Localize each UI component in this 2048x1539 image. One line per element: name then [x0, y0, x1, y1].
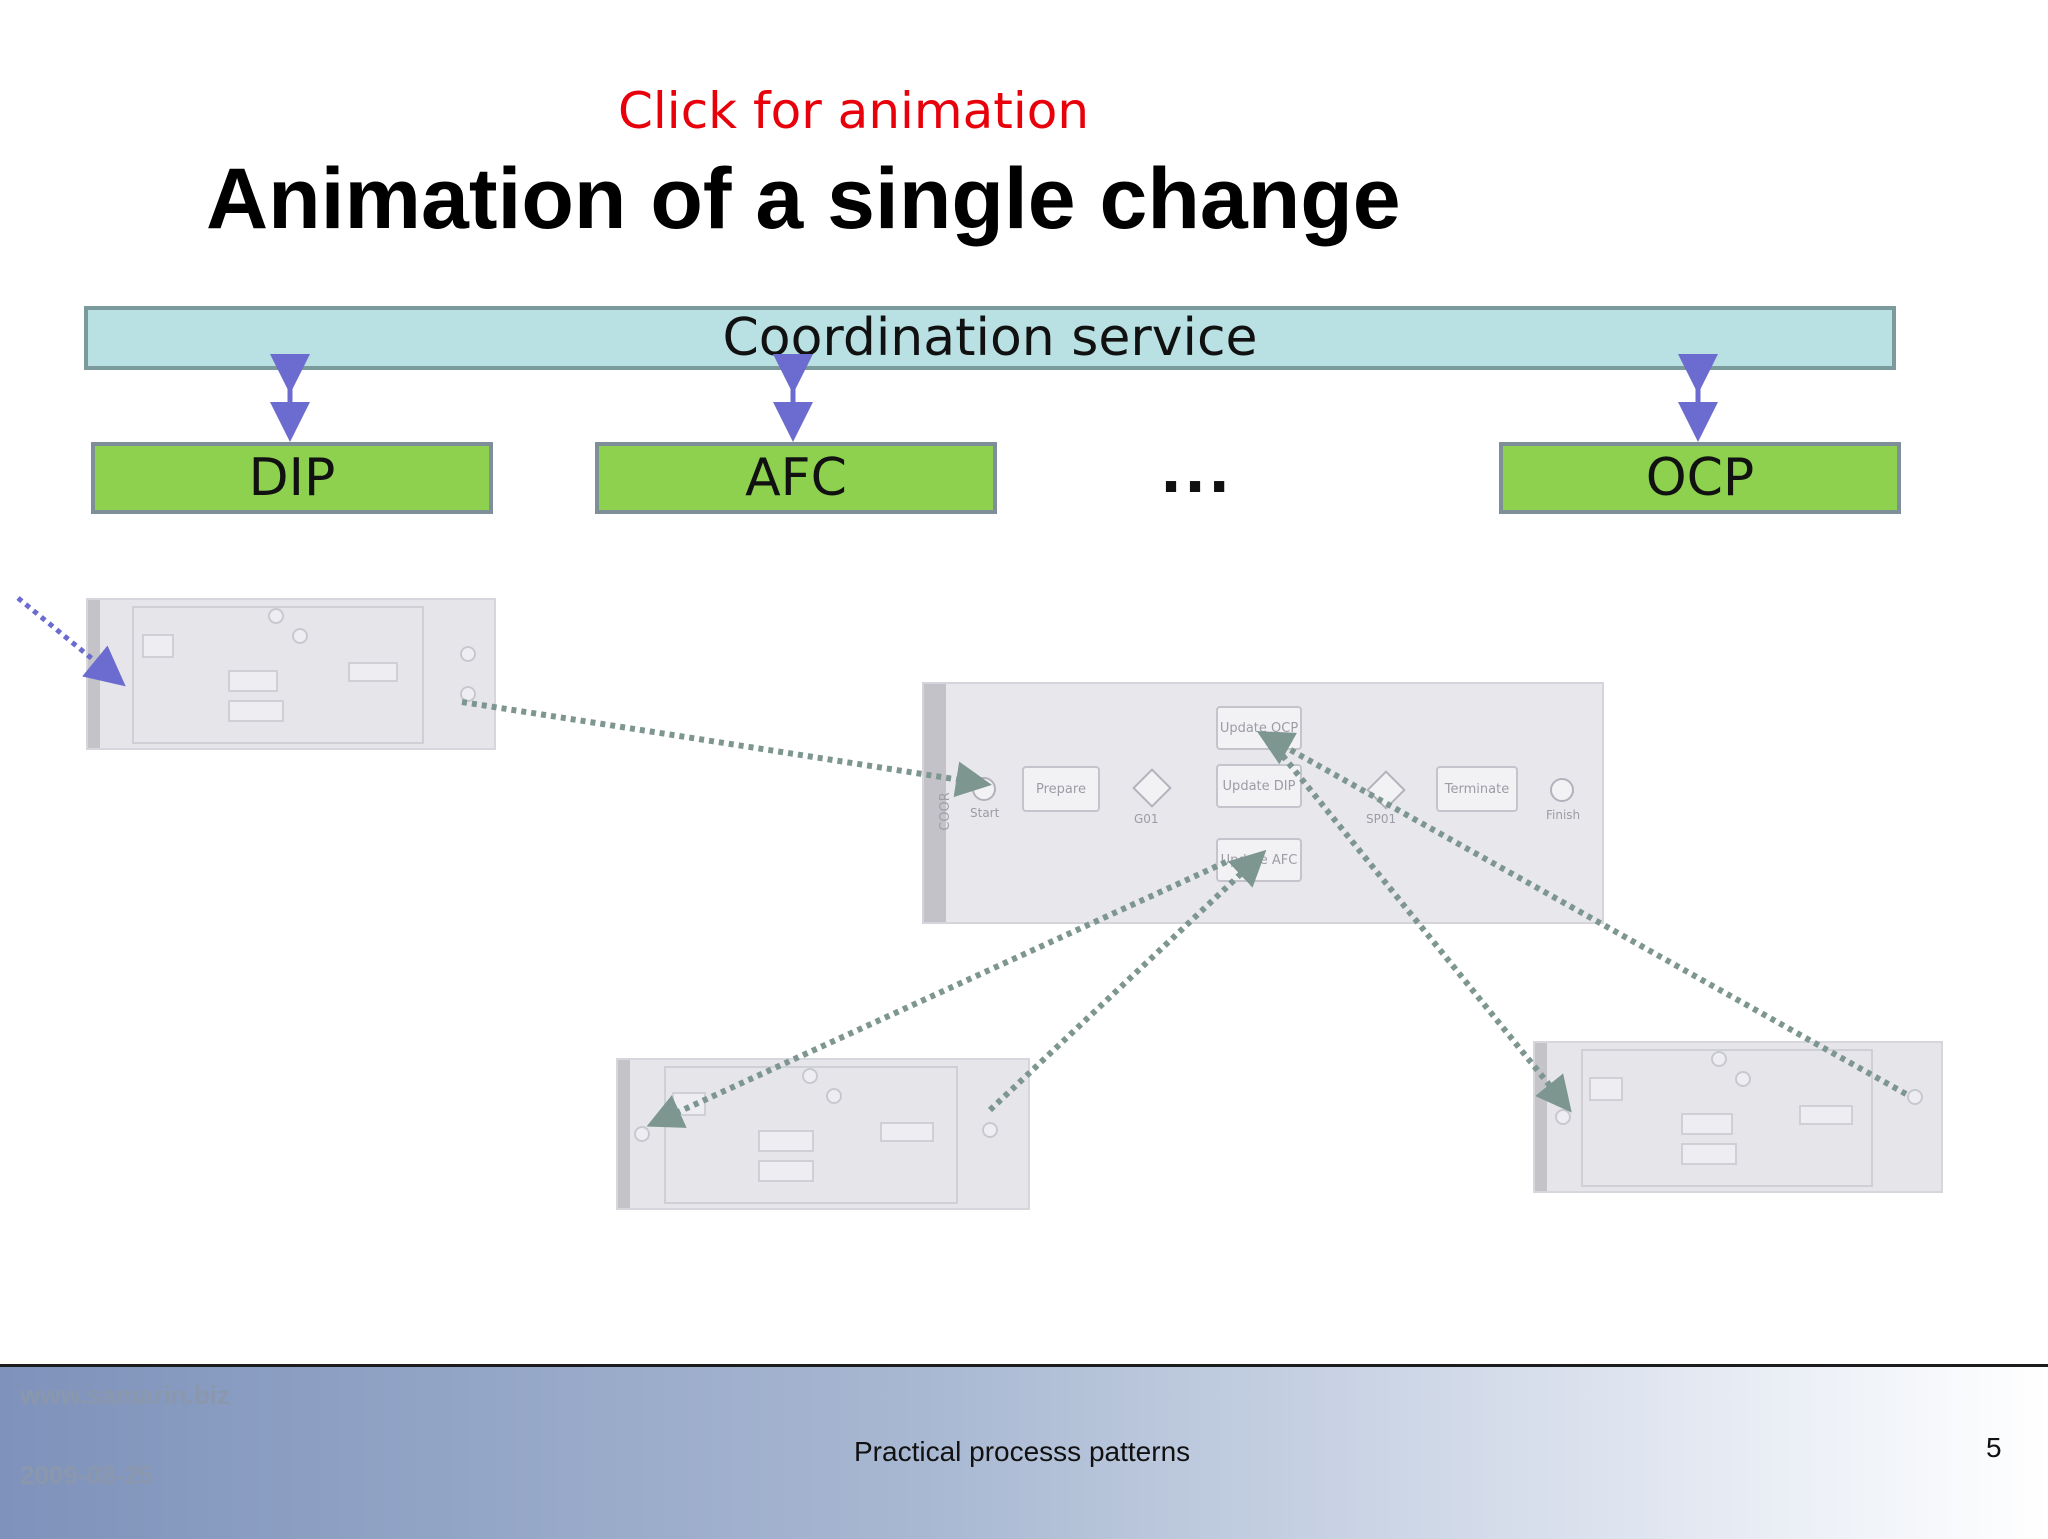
footer-page-number: 5 — [1986, 1432, 2002, 1463]
thumbnail-task — [228, 700, 284, 722]
more-services-ellipsis: ... — [1160, 438, 1233, 506]
split-gateway-label: G01 — [1134, 812, 1159, 826]
thumbnail-event — [1907, 1089, 1923, 1105]
thumbnail-task — [1681, 1143, 1737, 1165]
update-dip-task: Update DIP — [1216, 764, 1302, 808]
thumbnail-event — [292, 628, 308, 644]
service-dip: DIP — [91, 442, 493, 514]
dip-to-start-connector — [461, 699, 992, 798]
afc-end-to-update-afc-connector — [987, 849, 1267, 1113]
thumbnail-subprocess — [664, 1066, 958, 1204]
terminate-task: Terminate — [1436, 766, 1518, 812]
thumbnail-task — [228, 670, 278, 692]
update-ocp-to-ocp-start-connector — [1267, 738, 1572, 1113]
thumbnail-event — [268, 608, 284, 624]
incoming-trigger-arrow — [16, 596, 126, 687]
thumbnail-subprocess — [132, 606, 424, 744]
process-call-connectors — [461, 699, 1908, 1128]
join-gateway-label: SP01 — [1366, 812, 1397, 826]
update-afc-to-afc-start-connector — [646, 859, 1228, 1128]
footer-website: www.samarin.biz — [20, 1380, 230, 1410]
ocp-end-to-update-ocp-connector — [1256, 731, 1908, 1097]
service-afc: AFC — [595, 442, 997, 514]
thumbnail-event — [460, 686, 476, 702]
thumbnail-task — [758, 1130, 814, 1152]
ocp-process-thumbnail — [1533, 1041, 1943, 1193]
thumbnail-lane-edge — [618, 1060, 630, 1208]
finish-event-icon — [1550, 778, 1574, 802]
footer-date: 2009-08-25 — [20, 1460, 153, 1490]
thumbnail-event — [826, 1088, 842, 1104]
thumbnail-task — [1681, 1113, 1733, 1135]
finish-event-label: Finish — [1546, 808, 1581, 822]
service-ocp: OCP — [1499, 442, 1901, 514]
start-event-label: Start — [970, 806, 1000, 820]
thumbnail-task — [758, 1160, 814, 1182]
thumbnail-event — [982, 1122, 998, 1138]
thumbnail-event — [802, 1068, 818, 1084]
prepare-task: Prepare — [1022, 766, 1100, 812]
thumbnail-task — [1799, 1105, 1853, 1125]
thumbnail-event — [1735, 1071, 1751, 1087]
thumbnail-task — [880, 1122, 934, 1142]
thumbnail-task — [142, 634, 174, 658]
thumbnail-event — [460, 646, 476, 662]
thumbnail-task — [1589, 1077, 1623, 1101]
service-afc-label: AFC — [745, 448, 847, 508]
process-lane-edge — [924, 684, 946, 922]
slide-title: Animation of a single change — [206, 151, 1401, 247]
thumbnail-subprocess — [1581, 1049, 1873, 1187]
afc-process-thumbnail — [616, 1058, 1030, 1210]
slide-footer — [0, 1364, 2048, 1539]
dip-process-thumbnail — [86, 598, 496, 750]
thumbnail-event — [634, 1126, 650, 1142]
service-dip-label: DIP — [248, 448, 336, 508]
service-ocp-label: OCP — [1645, 448, 1755, 508]
thumbnail-task — [348, 662, 398, 682]
footer-deck-title: Practical processs patterns — [854, 1436, 1191, 1467]
click-for-animation-hint[interactable]: Click for animation — [618, 82, 1090, 140]
service-link-arrows — [270, 354, 1718, 442]
thumbnail-event — [1711, 1051, 1727, 1067]
